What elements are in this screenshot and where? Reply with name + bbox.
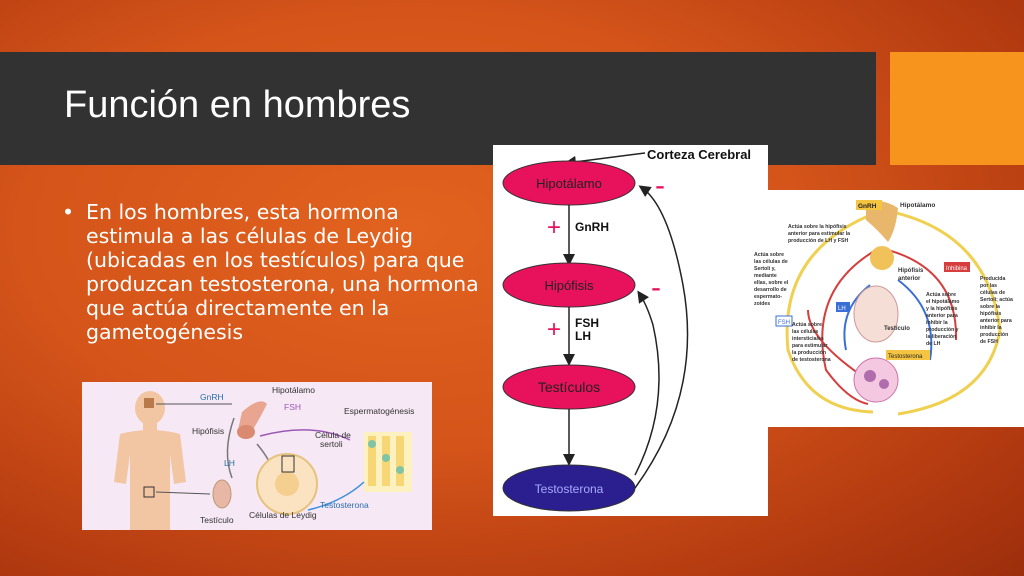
label-leydig: Células de Leydig xyxy=(249,510,317,520)
label-lh: LH xyxy=(838,306,846,312)
svg-text:ellas, sobre el: ellas, sobre el xyxy=(754,280,789,286)
label-fsh: FSH xyxy=(284,402,301,412)
label-fsh: FSH xyxy=(575,316,599,330)
svg-text:de FSH: de FSH xyxy=(980,339,998,345)
note-left: Actúa sobre las células de Sertoli y, me… xyxy=(754,252,789,307)
label-anterior: anterior xyxy=(898,276,921,282)
svg-text:para estimular: para estimular xyxy=(792,343,827,349)
label-hipofisis: Hipófisis xyxy=(192,426,224,436)
node-testiculos-label: Testículos xyxy=(538,379,600,395)
sertoli-cells-icon xyxy=(364,432,412,492)
label-espermatogenesis: Espermatogénesis xyxy=(344,406,414,416)
svg-text:sobre la: sobre la xyxy=(980,304,1000,310)
svg-text:células de: células de xyxy=(980,290,1005,296)
node-testosterona-label: Testosterona xyxy=(535,482,604,496)
testosterona-box xyxy=(886,350,930,360)
testis-marker xyxy=(143,486,155,498)
label-gnrh: GnRH xyxy=(575,220,609,234)
note-top: Actúa sobre la hipófisis anterior para e… xyxy=(788,224,850,244)
label-testosterona: Testosterona xyxy=(320,500,369,510)
plus-sign: + xyxy=(547,214,561,241)
label-testosterona: Testosterona xyxy=(888,354,923,360)
label-hipotalamo: Hipotálamo xyxy=(900,202,935,209)
brain-marker xyxy=(144,398,154,408)
svg-text:las células: las células xyxy=(792,329,818,335)
svg-text:espermato-: espermato- xyxy=(754,294,782,300)
svg-text:zoides: zoides xyxy=(754,301,770,307)
testiculo-icon xyxy=(853,285,899,343)
svg-text:Sertoli y,: Sertoli y, xyxy=(754,266,776,272)
svg-text:hipófisis: hipófisis xyxy=(980,311,1001,317)
lh-box xyxy=(836,302,850,312)
svg-text:por las: por las xyxy=(980,283,997,289)
label-sertoli: sertoli xyxy=(320,439,343,449)
center-diagram-panel: Corteza Cerebral Hipotálamo + GnRH Hipóf… xyxy=(493,145,768,516)
svg-text:Producida: Producida xyxy=(980,276,1005,282)
right-diagram-panel: GnRH Hipotálamo Hipófisis anterior Inhib… xyxy=(748,190,1024,427)
label-celula-de: Célula de xyxy=(315,430,351,440)
svg-text:de LH: de LH xyxy=(926,341,941,347)
minus-sign: - xyxy=(655,169,665,202)
label-testiculo: Testículo xyxy=(200,515,234,525)
body-paragraph: En los hombres, esta hormona estimula a … xyxy=(86,200,479,344)
svg-text:las células de: las células de xyxy=(754,259,788,265)
svg-text:Actúa sobre: Actúa sobre xyxy=(926,292,956,298)
label-fsh: FSH xyxy=(778,320,790,326)
svg-text:de testosterona: de testosterona xyxy=(792,357,831,363)
body-text: • En los hombres, esta hormona estimula … xyxy=(62,200,482,344)
accent-square xyxy=(890,52,1024,165)
label-gnrh: GnRH xyxy=(858,203,877,210)
svg-text:Actúa sobre: Actúa sobre xyxy=(754,252,784,258)
svg-text:Actúa sobre: Actúa sobre xyxy=(792,322,822,328)
label-inhibina: Inhibina xyxy=(946,266,968,272)
right-diagram: GnRH Hipotálamo Hipófisis anterior Inhib… xyxy=(754,200,1013,416)
node-hipotalamo-label: Hipotálamo xyxy=(536,176,602,191)
slide-title: Función en hombres xyxy=(64,84,411,126)
fsh-box xyxy=(775,315,793,327)
svg-text:y la hipófisis: y la hipófisis xyxy=(926,306,958,312)
label-testiculo: Testículo xyxy=(884,326,910,332)
svg-text:producción: producción xyxy=(980,332,1008,338)
note-bottom: Actúa sobre las células intersticiales p… xyxy=(792,322,831,363)
svg-text:la producción: la producción xyxy=(792,350,826,356)
inhibina-box xyxy=(944,262,970,272)
hipofisis-shape xyxy=(870,246,894,270)
label-hipofisis: Hipófisis xyxy=(898,268,924,274)
label-lh: LH xyxy=(224,458,235,468)
label-corteza-cerebral: Corteza Cerebral xyxy=(647,147,751,162)
svg-text:inhibir la: inhibir la xyxy=(980,325,1002,331)
svg-text:anterior para estimular la: anterior para estimular la xyxy=(788,231,850,237)
left-diagram-panel: GnRH Hipotálamo FSH Espermatogénesis Hip… xyxy=(82,382,432,530)
svg-text:el hipotálamo: el hipotálamo xyxy=(926,299,959,305)
tubule-icon xyxy=(853,357,899,403)
label-hipotalamo: Hipotálamo xyxy=(272,385,315,395)
testis-icon xyxy=(212,479,232,509)
human-body-icon xyxy=(114,391,186,530)
svg-text:Actúa sobre la hipófisis: Actúa sobre la hipófisis xyxy=(788,224,847,230)
center-diagram: Corteza Cerebral Hipotálamo + GnRH Hipóf… xyxy=(502,147,751,512)
svg-text:inhibir la: inhibir la xyxy=(926,320,948,326)
gnrh-box xyxy=(856,200,882,210)
node-hipofisis-label: Hipófisis xyxy=(544,278,594,293)
bullet-marker: • xyxy=(62,200,75,224)
svg-text:producción y: producción y xyxy=(926,327,959,333)
note-right: Producida por las células de Sertoli; ac… xyxy=(980,276,1013,345)
svg-text:desarrollo de: desarrollo de xyxy=(754,287,787,293)
note-mid: Actúa sobre el hipotálamo y la hipófisis… xyxy=(926,292,959,347)
label-gnrh: GnRH xyxy=(200,392,224,402)
plus-sign: + xyxy=(547,316,561,343)
svg-text:producción de LH y FSH: producción de LH y FSH xyxy=(788,238,848,244)
left-diagram: GnRH Hipotálamo FSH Espermatogénesis Hip… xyxy=(114,385,414,530)
label-lh: LH xyxy=(575,329,591,343)
svg-text:Sertoli; actúa: Sertoli; actúa xyxy=(980,297,1013,303)
svg-text:mediante: mediante xyxy=(754,273,777,279)
minus-sign: - xyxy=(651,271,661,304)
svg-text:la liberación: la liberación xyxy=(926,334,956,340)
svg-text:intersticiales: intersticiales xyxy=(792,336,824,342)
svg-text:anterior para: anterior para xyxy=(926,313,958,319)
svg-text:anterior para: anterior para xyxy=(980,318,1012,324)
hipotalamo-shape xyxy=(866,200,898,242)
